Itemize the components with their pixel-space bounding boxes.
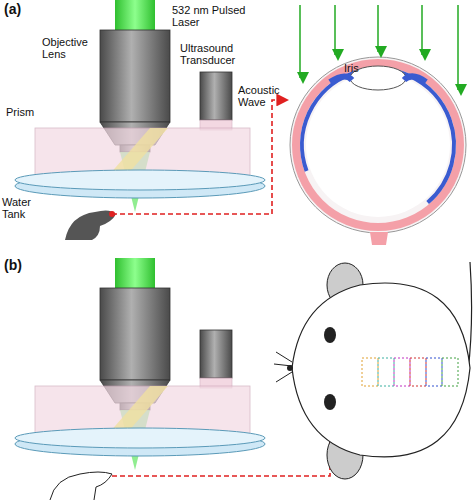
panel-label: (a) — [4, 2, 38, 17]
part-label: Acoustic Wave — [238, 84, 294, 108]
apparatus-b — [15, 258, 265, 470]
part-label: Water Tank — [2, 196, 52, 220]
panel-label: (b) — [4, 258, 38, 273]
zoom-arrow — [112, 100, 286, 214]
mouse-silhouette — [65, 210, 116, 240]
mouse-outline — [50, 472, 112, 500]
eye-cross-section — [281, 5, 474, 245]
part-label: 532 nm Pulsed Laser — [172, 4, 257, 28]
part-label: Objective Lens — [42, 36, 98, 60]
part-label: Ultrasound Transducer — [180, 42, 260, 66]
apparatus-a — [15, 0, 265, 212]
mouse-top-view — [274, 262, 472, 479]
part-label: Iris — [344, 62, 374, 74]
part-label: Prism — [6, 106, 46, 118]
